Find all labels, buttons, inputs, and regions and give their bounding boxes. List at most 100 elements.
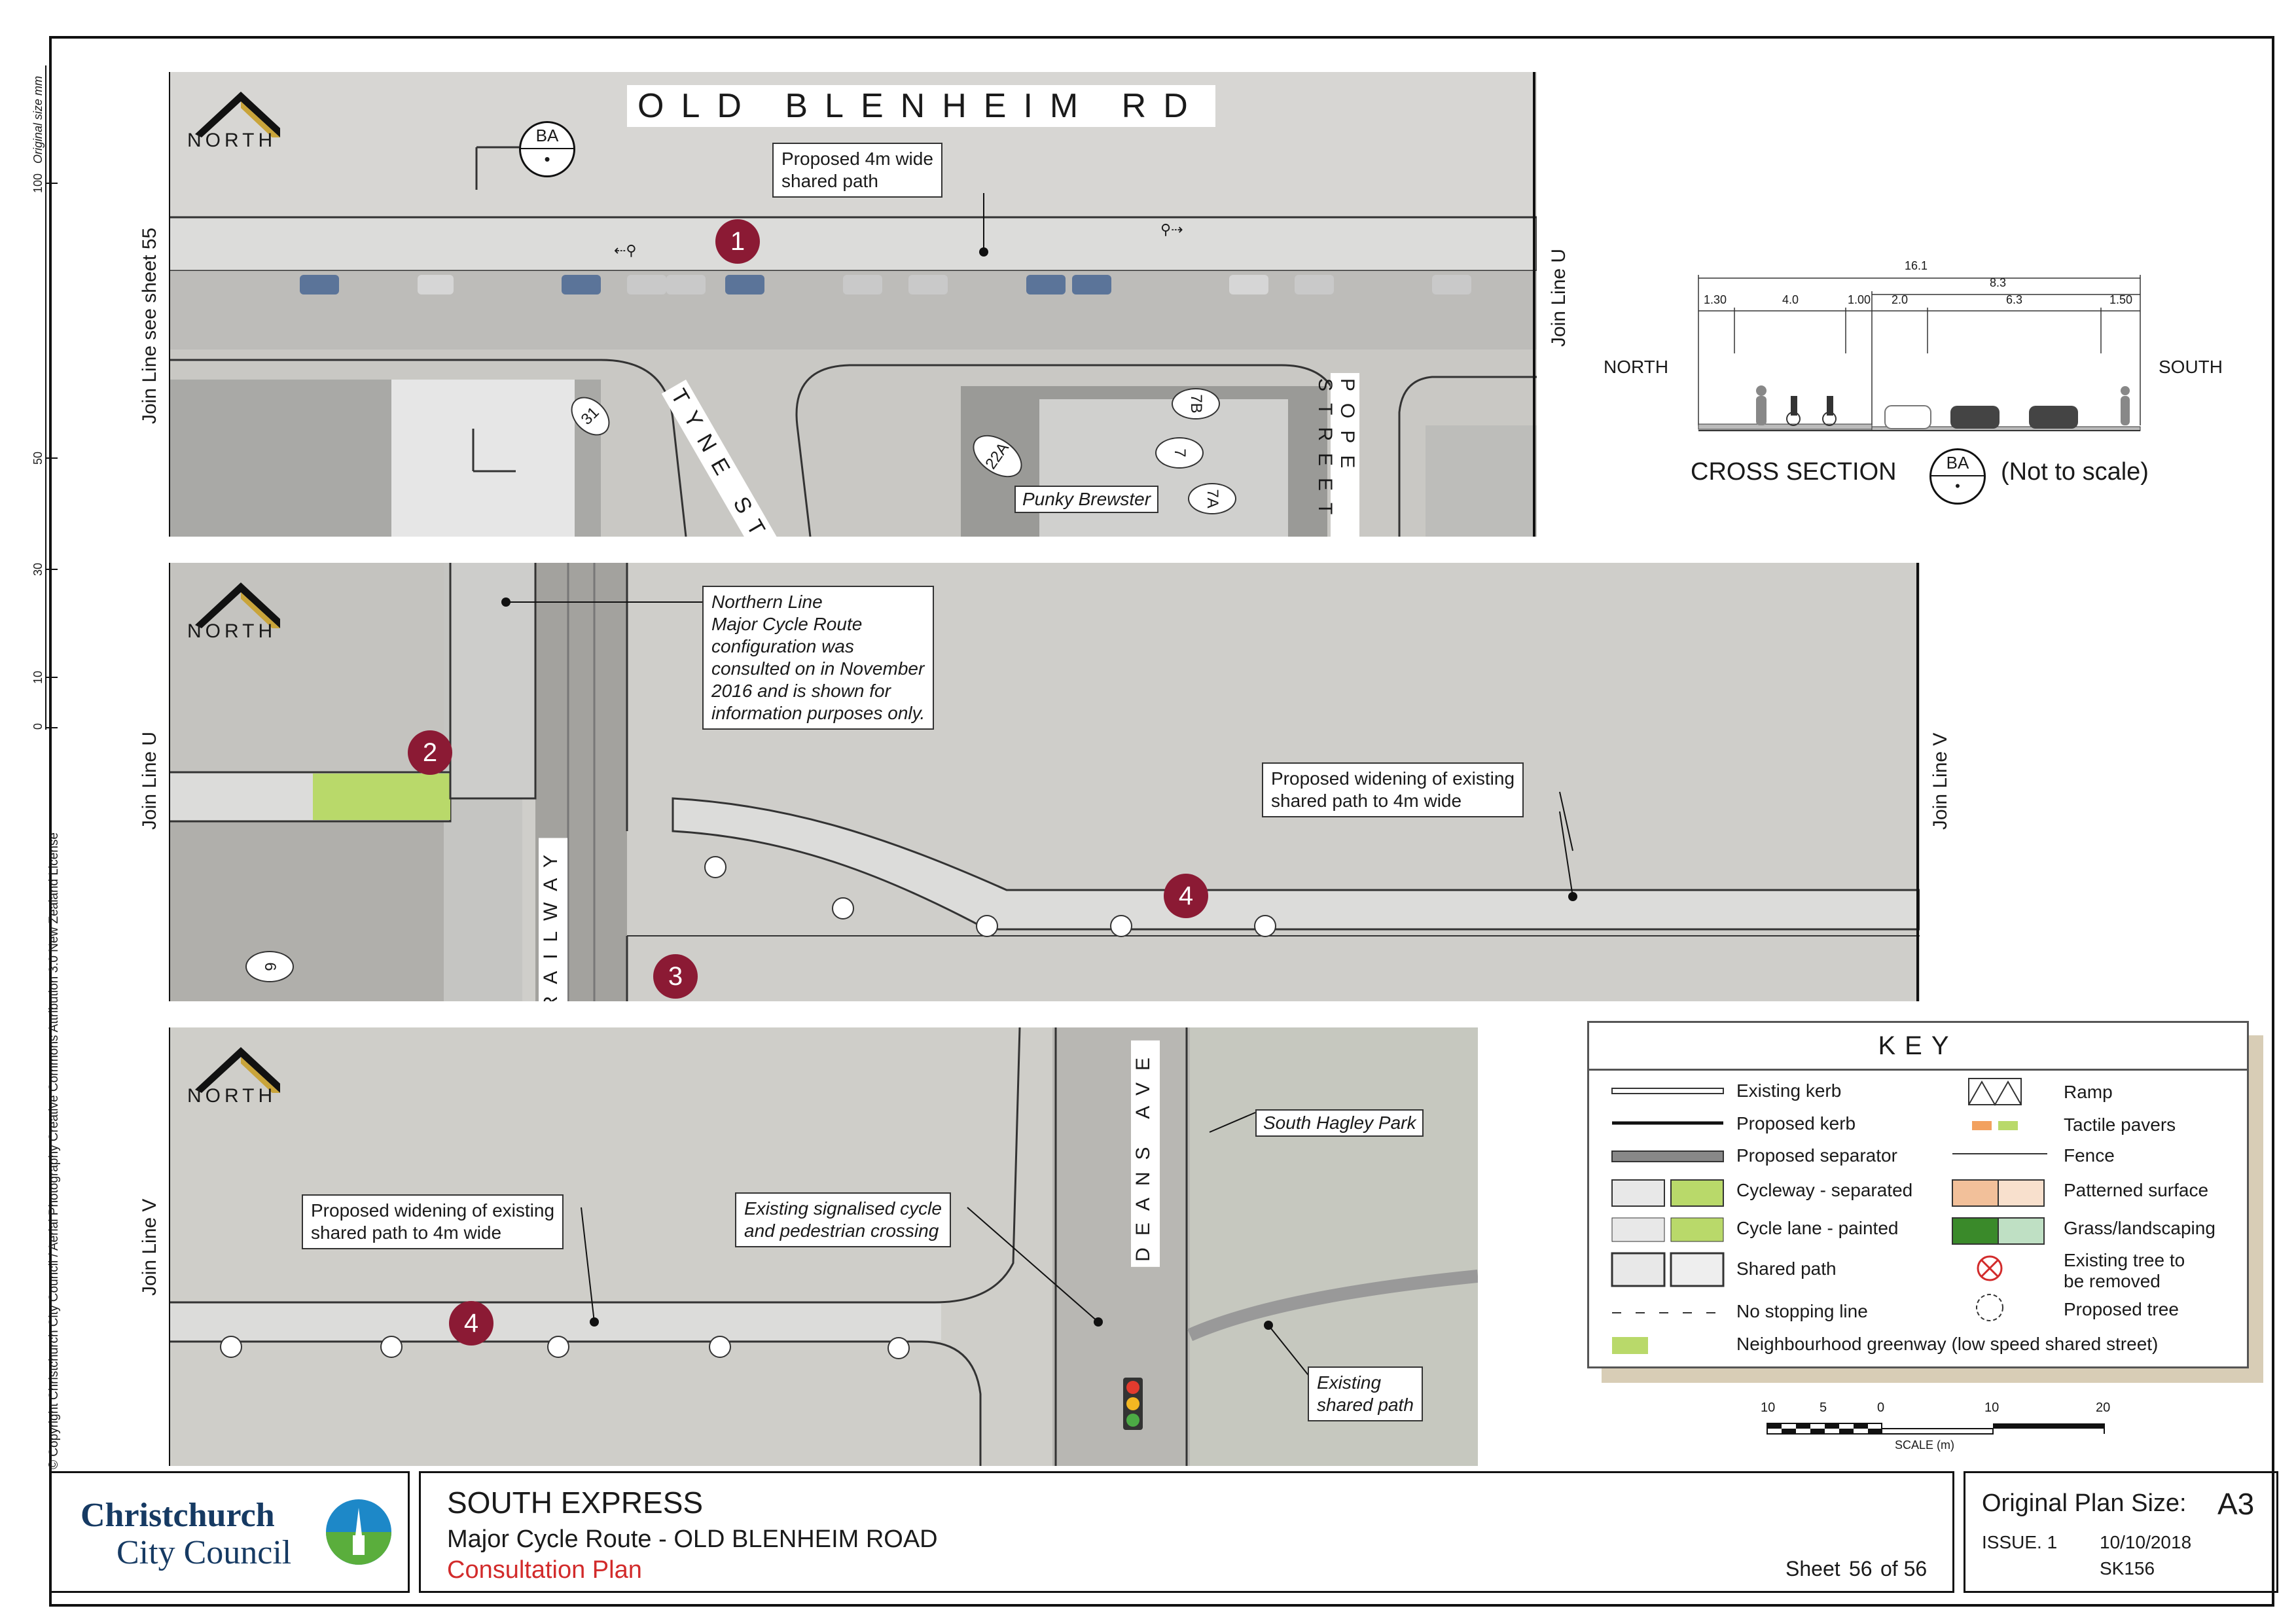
cs-title: CROSS SECTION — [1691, 458, 1897, 486]
north-arrow: NORTH — [182, 576, 280, 654]
lot-7b: 7B — [1172, 388, 1220, 419]
project-status: Consultation Plan — [447, 1556, 642, 1584]
map-panel-deans-ave: NORTH DEANS AVE Proposed widening of exi… — [169, 1027, 1478, 1466]
ruler-label: Original size mm — [31, 75, 45, 164]
lot-6: 6 — [245, 951, 294, 982]
scale-label: SCALE (m) — [1895, 1438, 1955, 1452]
key-item: Proposed separator — [1736, 1145, 1897, 1166]
callout-widening: Proposed widening of existing shared pat… — [302, 1194, 564, 1249]
sheet-label: Sheet — [1785, 1557, 1840, 1580]
council-logo-icon — [326, 1499, 391, 1565]
plan-size-label: Original Plan Size: — [1982, 1489, 2187, 1517]
join-line-u: Join Line U — [139, 731, 160, 830]
street-label-pope: POPE STREET — [1314, 373, 1359, 537]
north-label: NORTH — [187, 1085, 277, 1107]
key-item: Ramp — [2064, 1082, 2113, 1102]
ba-symbol: BA • — [519, 121, 575, 177]
callout-south-hagley-park: South Hagley Park — [1255, 1109, 1424, 1137]
cs-dim: 1.00 — [1848, 293, 1871, 306]
cs-north: NORTH — [1604, 357, 1669, 377]
key-item: Proposed kerb — [1736, 1113, 1856, 1133]
key-item: Existing tree to be removed — [2064, 1250, 2185, 1291]
project-title: SOUTH EXPRESS — [447, 1486, 704, 1520]
north-label: NORTH — [187, 130, 277, 151]
plan-size: A3 — [2217, 1487, 2255, 1521]
cs-dim: 2.0 — [1892, 293, 1909, 306]
street-label-railway: RAILWAY — [539, 838, 567, 1001]
ruler-tick: 30 — [31, 562, 45, 576]
org-name-line2: City Council — [117, 1534, 292, 1571]
map-panel-railway: NORTH Northern Line Major Cycle Route co… — [169, 563, 1920, 1001]
callout-existing-shared-path: Existing shared path — [1308, 1366, 1423, 1421]
cross-section: 16.1 8.3 1.30 4.0 1.00 2.0 6.3 1.50 NORT… — [1597, 255, 2251, 505]
scale-tick: 20 — [2096, 1400, 2111, 1415]
sheet-total: of 56 — [1880, 1557, 1928, 1580]
sheet-number: 56 — [1849, 1557, 1873, 1580]
cs-dim: 1.50 — [2109, 293, 2133, 306]
ruler-tick: 100 — [31, 173, 45, 193]
legend-key: KEY Existing kerb Proposed kerb Proposed… — [1587, 1021, 2249, 1368]
marker-2: 2 — [408, 730, 452, 775]
join-line-left: Join Line see sheet 55 — [139, 227, 160, 424]
north-label: NORTH — [187, 620, 277, 642]
marker-4: 4 — [1164, 874, 1208, 918]
cs-ba-symbol: BA • — [1929, 448, 1986, 505]
cs-dim: 4.0 — [1782, 293, 1799, 306]
org-name-line1: Christchurch — [81, 1497, 275, 1534]
issue-number: ISSUE. 1 — [1982, 1532, 2058, 1552]
shared-path-symbol: ⚲⇢ — [1160, 221, 1183, 238]
scale-tick: 10 — [1984, 1400, 2000, 1415]
callout-shared-path: Proposed 4m wide shared path — [772, 143, 942, 198]
callout-signalised-crossing: Existing signalised cycle and pedestrian… — [735, 1192, 951, 1247]
cs-dim: 1.30 — [1704, 293, 1727, 306]
title-block-info: Original Plan Size: A3 ISSUE. 1 10/10/20… — [1964, 1471, 2278, 1593]
join-line-v: Join Line V — [1929, 732, 1951, 830]
label-punky-brewster: Punky Brewster — [1014, 486, 1159, 513]
key-title: KEY — [1589, 1023, 2247, 1071]
project-subtitle: Major Cycle Route - OLD BLENHEIM ROAD — [447, 1525, 938, 1553]
map-panel-old-blenheim: NORTH OLD BLENHEIM RD BA • Proposed 4m w… — [169, 72, 1537, 537]
cs-note: (Not to scale) — [2001, 458, 2149, 486]
marker-1: 1 — [715, 219, 760, 264]
sheet-frame — [49, 36, 2274, 1607]
key-item: Cycle lane - painted — [1736, 1218, 1899, 1238]
shared-path-symbol: ⇠⚲ — [614, 242, 637, 259]
issue-date: 10/10/2018 — [2100, 1532, 2192, 1552]
ba-label: BA — [521, 123, 573, 149]
key-item: No stopping line — [1736, 1301, 1868, 1321]
street-label-deans: DEANS AVE — [1131, 1041, 1160, 1267]
lot-7: 7 — [1155, 437, 1204, 469]
key-item-greenway: Neighbourhood greenway (low speed shared… — [1736, 1334, 2159, 1354]
key-item: Grass/landscaping — [2064, 1218, 2215, 1238]
north-arrow: NORTH — [182, 1041, 280, 1119]
callout-widening: Proposed widening of existing shared pat… — [1262, 762, 1524, 817]
callout-northern-line: Northern Line Major Cycle Route configur… — [702, 586, 935, 730]
key-item: Patterned surface — [2064, 1180, 2209, 1200]
road-label-old-blenheim: OLD BLENHEIM RD — [627, 85, 1215, 127]
join-line-v-left: Join Line V — [139, 1198, 160, 1296]
title-block-project: SOUTH EXPRESS Major Cycle Route - OLD BL… — [419, 1471, 1954, 1593]
ruler-tick: 0 — [31, 722, 45, 730]
title-block-logo: Christchurch City Council — [49, 1471, 410, 1593]
key-item: Tactile pavers — [2064, 1115, 2176, 1135]
cs-total: 16.1 — [1905, 259, 1928, 272]
scale-tick: 10 — [1761, 1400, 1776, 1415]
cs-south: SOUTH — [2159, 357, 2223, 377]
north-arrow: NORTH — [182, 85, 280, 164]
key-item: Cycleway - separated — [1736, 1180, 1913, 1200]
cs-dim: 6.3 — [2006, 293, 2023, 306]
key-item: Proposed tree — [2064, 1299, 2179, 1319]
ruler-tick: 10 — [31, 670, 45, 684]
marker-3: 3 — [653, 954, 698, 999]
key-item: Existing kerb — [1736, 1080, 1842, 1101]
scale-bar: 10 5 0 10 20 SCALE (m) — [1754, 1387, 2121, 1459]
scale-ruler: Original size mm 100 50 30 10 0 — [26, 65, 65, 733]
key-item: Shared path — [1736, 1258, 1837, 1279]
scale-tick: 0 — [1877, 1400, 1885, 1415]
key-item: Fence — [2064, 1145, 2115, 1166]
cs-subtotal: 8.3 — [1990, 276, 2007, 289]
marker-4: 4 — [449, 1301, 493, 1346]
join-line-right: Join Line U — [1548, 248, 1570, 347]
cs-ba-label: BA — [1931, 450, 1984, 476]
copyright-text: © Copyright Christchurch City Council / … — [47, 832, 61, 1469]
